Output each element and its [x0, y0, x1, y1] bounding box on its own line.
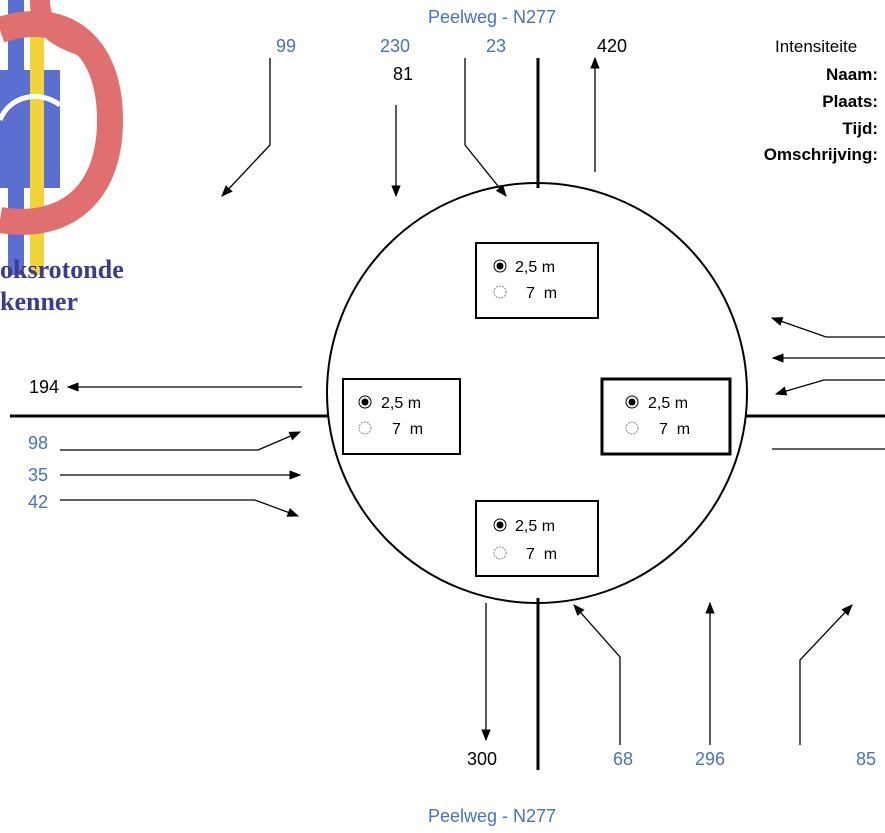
logo: oksrotonde kenner [0, 0, 124, 316]
west-option-7m-label: 7 m [392, 421, 423, 438]
south-right-arrow [799, 604, 853, 745]
west-left-turn-input[interactable]: 98 [28, 433, 48, 453]
north-right-turn-input[interactable]: 99 [276, 36, 296, 56]
south-option-2-5m-label: 2,5 m [515, 518, 555, 535]
north-option-7m-radio[interactable] [493, 285, 507, 299]
east-option-7m-label: 7 m [659, 421, 690, 438]
south-option-7m-radio[interactable] [493, 546, 507, 560]
info-panel: Intensiteite Naam: Plaats: Tijd: Omschri… [764, 37, 878, 164]
west-right-arrow [60, 499, 300, 517]
north-option-2-5m-label: 2,5 m [515, 259, 555, 276]
west-arrows [60, 382, 302, 517]
north-right-arrow [221, 58, 271, 197]
east-left-arrow [774, 379, 885, 396]
west-out-value: 194 [29, 377, 59, 397]
east-arrows [770, 317, 885, 450]
logo-graphic [0, 0, 124, 275]
roads [10, 58, 885, 770]
south-right-turn-input[interactable]: 85 [856, 749, 876, 769]
west-option-2-5m-radio[interactable] [358, 395, 372, 409]
field-plaats-label: Plaats: [822, 92, 878, 111]
field-omschrijving-label: Omschrijving: [764, 145, 878, 164]
north-arrows [221, 56, 600, 198]
field-naam-label: Naam: [826, 65, 878, 84]
east-option-7m-radio[interactable] [625, 421, 639, 435]
south-left-turn-input[interactable]: 68 [613, 749, 633, 769]
roundabout-circle [326, 182, 748, 604]
south-option-7m-label: 7 m [526, 546, 557, 563]
north-extra-value: 81 [393, 64, 413, 84]
east-option-2-5m-label: 2,5 m [648, 395, 688, 412]
north-left-arrow [464, 58, 507, 197]
south-arrows [481, 601, 853, 745]
north-left-turn-input[interactable]: 23 [486, 36, 506, 56]
west-left-arrow [60, 431, 302, 451]
east-splitter-box: 2,5 m 7 m [600, 377, 732, 456]
north-road-name: Peelweg - N277 [428, 7, 556, 27]
field-tijd-label: Tijd: [842, 119, 878, 138]
south-straight-input[interactable]: 296 [695, 749, 725, 769]
west-option-7m-radio[interactable] [358, 421, 372, 435]
north-option-7m-label: 7 m [526, 285, 557, 302]
south-left-arrow [573, 604, 621, 745]
north-straight-input[interactable]: 230 [380, 36, 410, 56]
south-splitter-box: 2,5 m 7 m [475, 500, 599, 577]
west-straight-input[interactable]: 35 [28, 465, 48, 485]
north-splitter-box: 2,5 m 7 m [475, 242, 599, 319]
logo-text-line2: kenner [0, 287, 78, 316]
south-road-name: Peelweg - N277 [428, 806, 556, 826]
east-right-arrow [770, 317, 885, 338]
info-heading: Intensiteite [775, 37, 857, 56]
south-out-value: 300 [467, 749, 497, 769]
east-option-2-5m-radio[interactable] [625, 395, 639, 409]
logo-text-line1: oksrotonde [0, 255, 124, 284]
south-option-2-5m-radio[interactable] [493, 518, 507, 532]
west-splitter-box: 2,5 m 7 m [342, 378, 461, 455]
north-option-2-5m-radio[interactable] [493, 259, 507, 273]
west-option-2-5m-label: 2,5 m [381, 395, 421, 412]
west-right-turn-input[interactable]: 42 [28, 492, 48, 512]
north-out-value: 420 [597, 36, 627, 56]
